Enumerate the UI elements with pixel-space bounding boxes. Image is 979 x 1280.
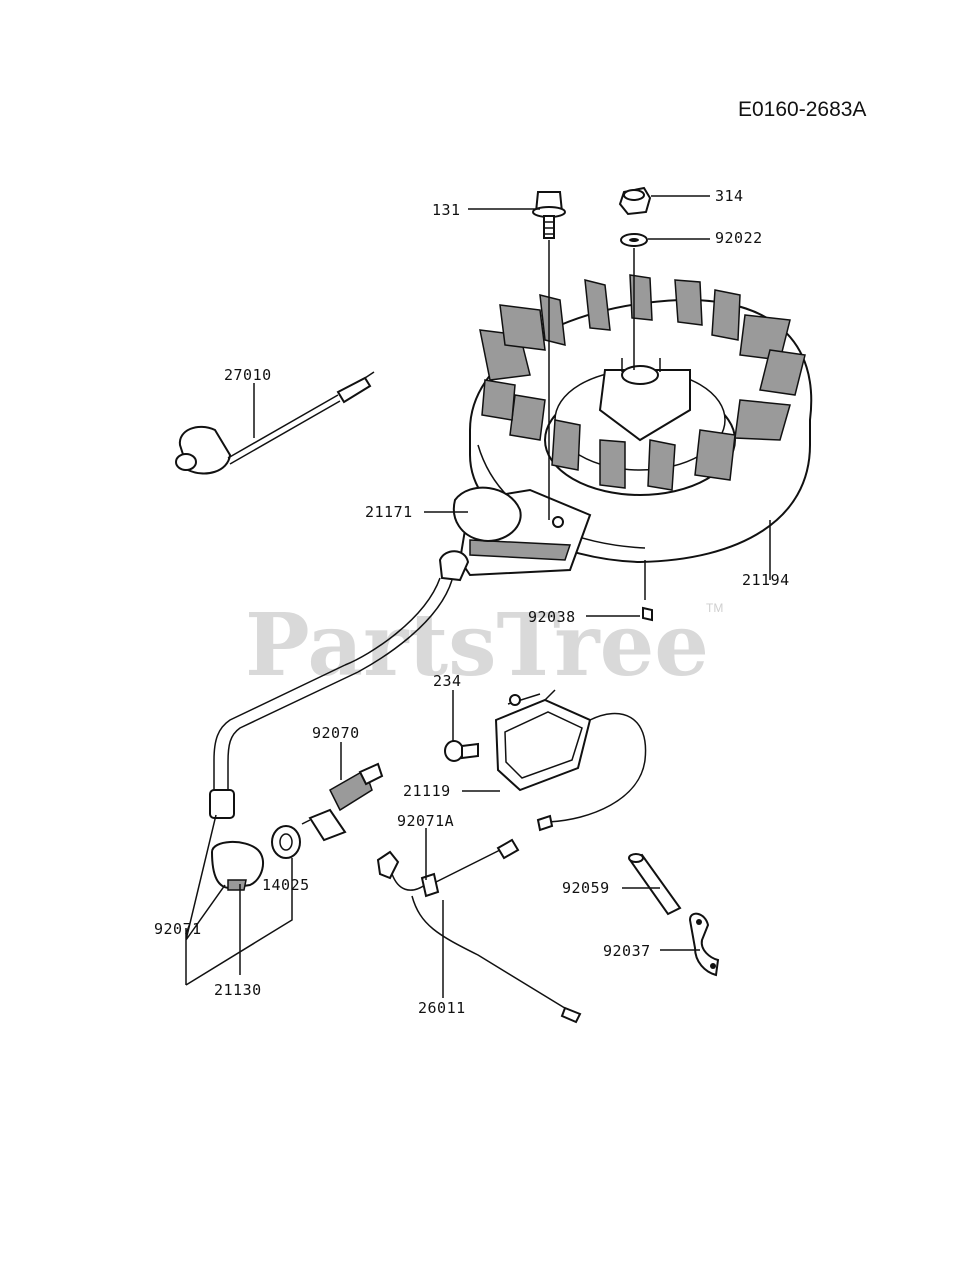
lead-wire-26011[interactable] (376, 838, 582, 1024)
watermark-text: PartsTree (245, 595, 709, 696)
label-26011: 26011 (418, 999, 466, 1017)
label-92037: 92037 (603, 942, 651, 960)
leader-lines (185, 195, 771, 998)
stop-switch-27010[interactable] (175, 371, 375, 475)
label-21194: 21194 (742, 571, 790, 589)
watermark-trademark: TM (706, 601, 723, 615)
label-314: 314 (715, 187, 744, 205)
label-92022: 92022 (715, 229, 763, 247)
bolt-131[interactable] (532, 191, 566, 239)
label-234: 234 (433, 672, 462, 690)
watermark: PartsTree TM (245, 595, 723, 696)
label-92071A: 92071A (397, 812, 454, 830)
washer-92022[interactable] (620, 233, 648, 247)
flywheel-fins (479, 274, 806, 491)
label-14025: 14025 (262, 876, 310, 894)
spark-plug-92070[interactable] (301, 762, 384, 842)
ignition-coil-21171[interactable] (438, 486, 592, 582)
label-92038: 92038 (528, 608, 576, 626)
label-92070: 92070 (312, 724, 360, 742)
diagram-code: E0160-2683A (738, 98, 866, 121)
label-21119: 21119 (403, 782, 451, 800)
label-131: 131 (432, 201, 461, 219)
clip-92038[interactable] (642, 606, 653, 622)
clamp-92037[interactable] (688, 912, 720, 977)
ignition-unit-21119[interactable] (494, 689, 647, 832)
label-92059: 92059 (562, 879, 610, 897)
label-92071: 92071 (154, 920, 202, 938)
nut-314[interactable] (618, 186, 652, 216)
label-27010: 27010 (224, 366, 272, 384)
pin-92059[interactable] (628, 853, 682, 916)
label-21171: 21171 (365, 503, 413, 521)
bolt-234[interactable] (444, 740, 479, 762)
high-tension-lead (213, 577, 453, 790)
plug-cap-21130[interactable] (209, 789, 265, 891)
label-21130: 21130 (214, 981, 262, 999)
part-labels: 131 314 92022 27010 21171 21194 92038 23… (154, 187, 790, 1017)
washer-14025[interactable] (271, 825, 301, 859)
